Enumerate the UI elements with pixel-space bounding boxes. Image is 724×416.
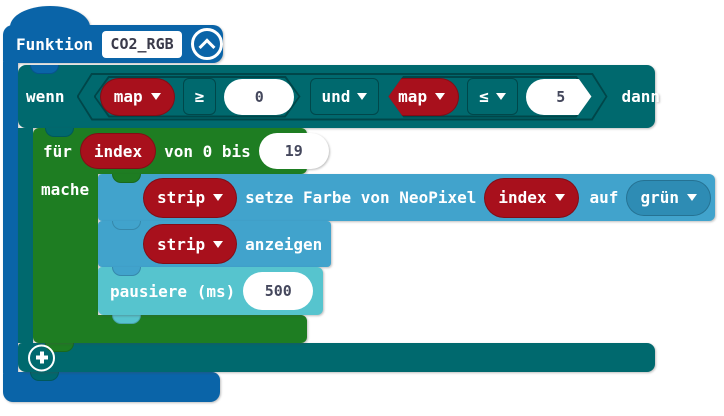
variable-dropdown-map-right[interactable]: map	[384, 78, 459, 116]
variable-label: strip	[157, 234, 206, 254]
for-keyword-label: für	[43, 141, 72, 161]
dropdown-arrow-icon	[496, 93, 506, 100]
loop-variable-pill[interactable]: index	[79, 133, 157, 169]
if-bottom-bar	[18, 343, 655, 372]
chevron-up-icon	[198, 38, 216, 56]
show-label: anzeigen	[245, 234, 323, 254]
variable-label: index	[93, 141, 143, 161]
dropdown-arrow-icon	[151, 93, 161, 100]
connector-notch	[30, 372, 59, 381]
strip-variable-dropdown[interactable]: strip	[143, 224, 238, 264]
operator-label: ≥	[194, 87, 205, 106]
number-value: 0	[254, 87, 264, 106]
add-else-branch-button[interactable]	[28, 344, 55, 371]
for-loop-header[interactable]: für index von 0 bis 19	[33, 128, 329, 174]
connector-notch	[112, 221, 141, 230]
if-keyword-label: wenn	[26, 87, 65, 106]
function-left-spine	[3, 62, 18, 373]
from-to-label: von 0 bis	[164, 141, 251, 161]
if-left-spine	[18, 128, 33, 343]
variable-label: index	[498, 188, 547, 207]
logic-join-dropdown[interactable]: und	[310, 78, 380, 115]
for-loop-left-spine: mache	[33, 174, 98, 315]
dropdown-arrow-icon	[357, 93, 367, 100]
for-loop-bottom-bar	[33, 315, 307, 343]
dropdown-arrow-icon	[213, 194, 224, 201]
dropdown-arrow-icon	[554, 194, 565, 201]
strip-variable-dropdown[interactable]: strip	[143, 177, 238, 218]
if-header[interactable]: wenn map ≥ 0	[18, 65, 660, 128]
logic-join-label: und	[321, 87, 351, 106]
variable-label: map	[398, 87, 428, 106]
then-keyword-label: dann	[621, 87, 661, 106]
connector-notch	[112, 315, 141, 324]
variable-dropdown-map-left[interactable]: map	[100, 78, 175, 116]
connector-notch	[30, 65, 59, 74]
variable-label: strip	[157, 188, 206, 207]
function-bottom-bar	[3, 372, 220, 402]
collapse-button[interactable]	[191, 28, 223, 60]
neopixel-show-row[interactable]: strip anzeigen	[98, 221, 331, 267]
color-dropdown-gruen[interactable]: grün	[626, 179, 711, 216]
function-name-field[interactable]: CO2_RGB	[102, 30, 182, 58]
connector-notch	[112, 267, 141, 276]
pause-label: pausiere (ms)	[110, 281, 236, 301]
connector-notch	[112, 174, 141, 183]
number-value: 19	[284, 142, 303, 160]
set-color-label: setze Farbe von NeoPixel	[245, 188, 477, 207]
condition-and-block[interactable]: map ≥ 0 und	[77, 73, 608, 121]
comparison-left-block[interactable]: map ≥ 0	[94, 76, 301, 118]
number-value: 5	[556, 87, 566, 106]
function-header[interactable]: Funktion CO2_RGB	[3, 25, 223, 63]
variable-label: map	[113, 87, 143, 106]
function-name-text: CO2_RGB	[110, 35, 174, 53]
pause-row[interactable]: pausiere (ms) 500	[98, 267, 323, 315]
dropdown-arrow-icon	[213, 240, 224, 248]
comparison-right-block[interactable]: map ≤ 5	[388, 76, 591, 118]
number-value: 500	[264, 282, 292, 300]
do-keyword-label: mache	[41, 180, 90, 199]
preposition-label: auf	[589, 188, 619, 207]
dropdown-arrow-icon	[686, 194, 697, 201]
number-field-5[interactable]: 5	[526, 79, 596, 115]
neopixel-set-color-row[interactable]: strip setze Farbe von NeoPixel index auf…	[98, 174, 715, 221]
color-label: grün	[640, 188, 679, 207]
operator-label: ≤	[479, 87, 489, 106]
number-field-0[interactable]: 0	[224, 79, 294, 115]
index-variable-dropdown[interactable]: index	[484, 177, 579, 218]
dropdown-arrow-icon	[435, 93, 445, 100]
function-keyword-label: Funktion	[16, 34, 94, 54]
number-field-500[interactable]: 500	[243, 272, 314, 310]
connector-notch	[45, 128, 74, 137]
number-field-19[interactable]: 19	[258, 133, 329, 169]
operator-dropdown-lte[interactable]: ≤	[467, 78, 518, 115]
operator-box-gte[interactable]: ≥	[183, 78, 217, 115]
